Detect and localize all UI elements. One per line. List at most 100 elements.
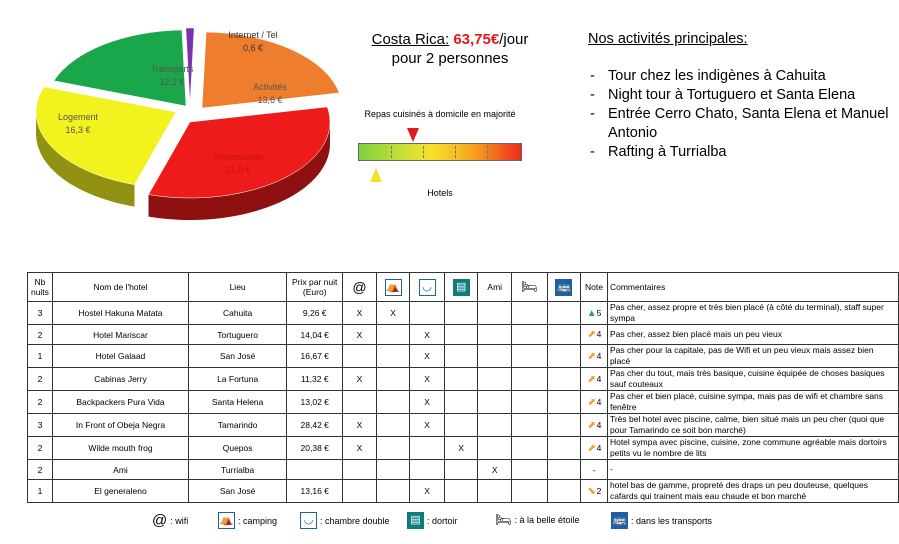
- pie-label: Transports: [151, 64, 194, 74]
- col-camping: ⛺: [375, 272, 411, 302]
- cell-name: Hotel Galaad: [51, 344, 190, 368]
- activities-title: Nos activités principales:: [588, 31, 748, 47]
- cell-note: ⬈4: [580, 324, 608, 345]
- cell-nights: 2: [27, 436, 53, 460]
- cell-ami: [477, 301, 512, 325]
- wifi-icon: @: [152, 512, 168, 529]
- bed-stars-icon: 🛏: [520, 279, 538, 294]
- cell-note: ⬈4: [580, 413, 608, 437]
- cell-name: Backpackers Pura Vida: [51, 390, 190, 414]
- cell-ami: [477, 479, 512, 503]
- dormitory-icon: ▤: [452, 278, 470, 296]
- cell-double: X: [409, 324, 445, 345]
- legend-wifi: @: wifi: [152, 512, 188, 529]
- cell-note: ⬊2: [580, 479, 608, 503]
- cell-dortoir: [443, 390, 479, 414]
- note-value: 4: [596, 419, 602, 430]
- cell-nights: 2: [27, 367, 53, 391]
- cell-wifi: X: [342, 436, 377, 460]
- cell-note: ▲5: [580, 301, 608, 325]
- cell-ami: [477, 367, 512, 391]
- cell-nights: 2: [27, 390, 53, 414]
- cell-transports: [546, 344, 582, 368]
- cell-comment: Très bel hotel avec piscine, calme, bien…: [606, 413, 899, 437]
- cell-place: San José: [188, 479, 288, 503]
- camping-icon: ⛺: [218, 512, 235, 529]
- cell-camping: X: [375, 301, 411, 325]
- legend-double-label: : chambre double: [320, 515, 390, 526]
- cell-dortoir: X: [443, 436, 479, 460]
- cell-note: ⬈4: [580, 436, 608, 460]
- note-value: 5: [596, 307, 602, 318]
- cell-name: Wilde mouth frog: [51, 436, 190, 460]
- col-etoile: 🛏: [511, 272, 548, 302]
- pie-value-label: 16,3 €: [65, 125, 90, 135]
- cell-double: X: [409, 344, 445, 368]
- cell-etoile: [511, 479, 548, 503]
- pie-slice-internet-tel: [185, 27, 195, 105]
- note-medium-icon: ⬈: [587, 373, 596, 385]
- note-medium-icon: ⬈: [587, 442, 596, 454]
- note-down-icon: ⬊: [587, 485, 596, 497]
- cell-place: Cahuita: [188, 301, 288, 325]
- cell-camping: [375, 413, 411, 437]
- cell-camping: [375, 367, 411, 391]
- note-value: 4: [596, 350, 602, 361]
- cell-place: La Fortuna: [188, 367, 288, 391]
- legend-wifi-label: : wifi: [170, 515, 189, 526]
- cell-transports: [546, 367, 582, 391]
- pie-value-label: 0,6 €: [243, 43, 263, 53]
- bed-stars-icon: 🛏: [495, 512, 512, 527]
- cell-transports: [546, 479, 582, 503]
- country-label: Costa Rica:: [371, 31, 450, 48]
- cell-etoile: [511, 344, 548, 368]
- cell-place: Santa Helena: [188, 390, 288, 414]
- col-price: Prix par nuit (Euro): [286, 272, 344, 302]
- col-note: Note: [580, 272, 608, 302]
- daily-price: 63,75€: [453, 31, 500, 48]
- cell-name: In Front of Obeja Negra: [51, 413, 190, 437]
- cell-comment: Pas cher du tout, mais très basique, cui…: [606, 367, 899, 391]
- activity-item: Tour chez les indigènes à Cahuita: [588, 67, 898, 86]
- cell-double: X: [409, 479, 445, 503]
- cell-nights: 1: [27, 479, 53, 503]
- cell-wifi: X: [342, 324, 377, 345]
- table-header-row: Nb nuits Nom de l'hotel Lieu Prix par nu…: [27, 272, 899, 302]
- daily-budget-header: Costa Rica: 63,75€/jour pour 2 personnes: [350, 30, 550, 68]
- cell-dortoir: [443, 367, 479, 391]
- cell-camping: [375, 390, 411, 414]
- gauge-tick: [391, 146, 392, 158]
- cell-place: San José: [188, 344, 288, 368]
- cell-ami: [477, 390, 512, 414]
- gauge-tick: [423, 146, 424, 158]
- cell-comment: hotel bas de gamme, propreté des draps u…: [606, 479, 899, 503]
- col-place: Lieu: [188, 272, 288, 302]
- camping-icon: ⛺: [384, 278, 402, 296]
- col-comments: Commentaires: [606, 272, 899, 302]
- activity-item: Entrée Cerro Chato, Santa Elena et Manue…: [588, 105, 898, 143]
- gauge-tick: [487, 146, 488, 158]
- cell-camping: [375, 324, 411, 345]
- cell-double: [409, 459, 445, 480]
- cell-place: Turrialba: [188, 459, 288, 480]
- cell-comment: Pas cher pour la capitale, pas de Wifi e…: [606, 344, 899, 368]
- legend-camping: ⛺: camping: [218, 512, 277, 529]
- cell-ami: [477, 413, 512, 437]
- col-wifi: @: [342, 272, 377, 302]
- cell-ami: X: [477, 459, 512, 480]
- note-value: 4: [596, 396, 602, 407]
- cell-place: Tamarindo: [188, 413, 288, 437]
- people-count: pour 2 personnes: [391, 50, 509, 67]
- pie-label: Logement: [58, 112, 99, 122]
- cell-transports: [546, 436, 582, 460]
- dormitory-icon: ▤: [407, 512, 424, 529]
- pie-slice-alimentation: [148, 106, 331, 199]
- cell-place: Quepos: [188, 436, 288, 460]
- legend-etoile: 🛏: à la belle étoile: [495, 512, 580, 528]
- col-double: ◡: [409, 272, 445, 302]
- cell-nights: 1: [27, 344, 53, 368]
